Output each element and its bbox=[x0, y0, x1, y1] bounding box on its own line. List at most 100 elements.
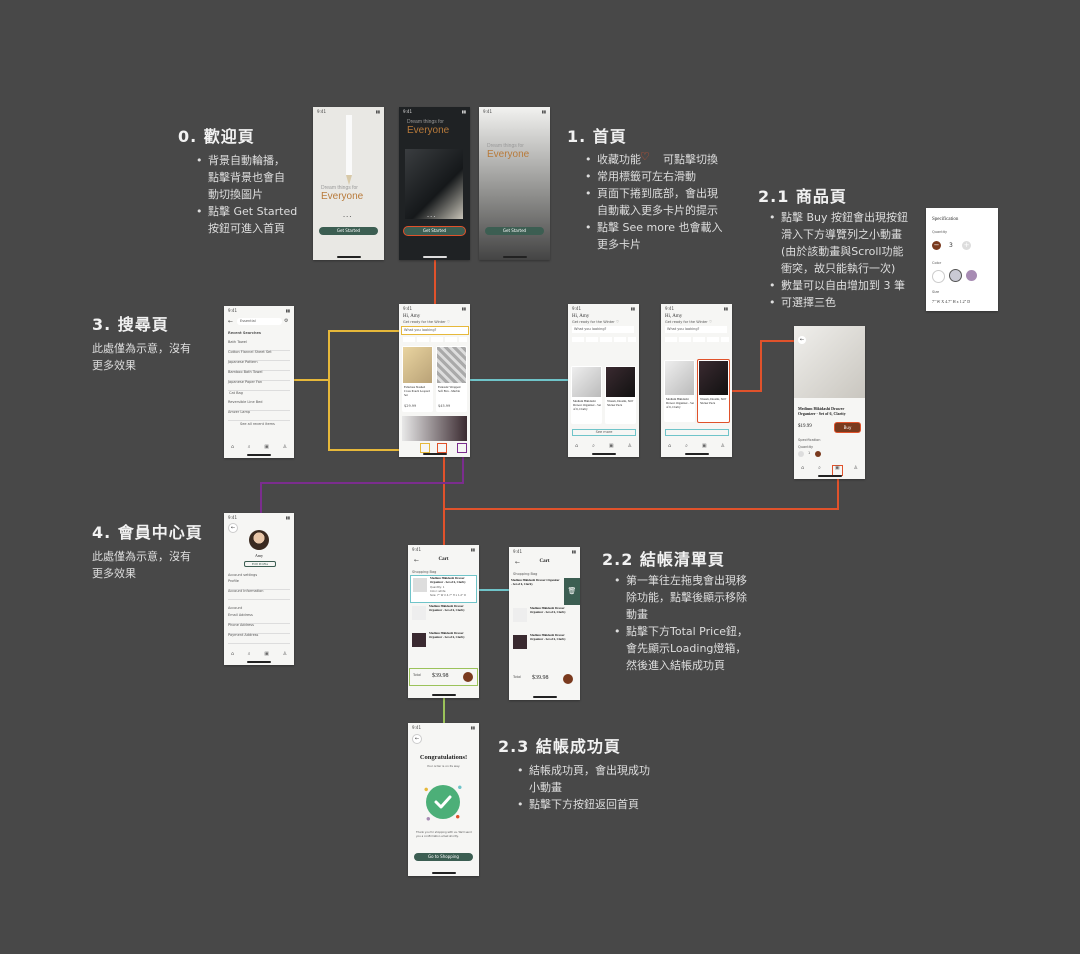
color-swatch-purple[interactable] bbox=[966, 270, 977, 281]
search-row-4[interactable]: Bamboo Bath Towel bbox=[228, 370, 290, 381]
nav-search-icon[interactable]: ⌕ bbox=[247, 444, 251, 450]
search-input[interactable]: Essential bbox=[237, 318, 282, 325]
search-row-2[interactable]: Cotton Flannel Sheet Set bbox=[228, 350, 290, 361]
nav-home-icon[interactable]: ⌂ bbox=[574, 443, 579, 449]
cart-item-1[interactable]: Medium Hikidashi Drawer Organizer - Set … bbox=[509, 578, 564, 605]
nav-user-highlight[interactable] bbox=[457, 443, 467, 453]
nav-home-icon[interactable]: ⌂ bbox=[800, 465, 805, 471]
back-arrow-icon[interactable]: ← bbox=[798, 336, 806, 344]
search-row-3[interactable]: Japanese Pattern bbox=[228, 360, 290, 371]
nav-home-icon[interactable]: ⌂ bbox=[230, 444, 235, 450]
back-arrow-icon[interactable]: ← bbox=[228, 318, 234, 325]
total-price-button[interactable]: Total $39.98 bbox=[510, 671, 577, 687]
tag-chips[interactable] bbox=[665, 337, 729, 342]
nav-search-icon[interactable]: ⌕ bbox=[685, 443, 688, 449]
nav-search-icon[interactable]: ⌕ bbox=[818, 465, 821, 471]
member-row-payment[interactable]: Payment Address bbox=[228, 633, 290, 644]
get-started-button[interactable]: Get Started bbox=[403, 226, 466, 236]
nav-search-icon[interactable]: ⌕ bbox=[592, 443, 595, 449]
spec-title: Specification bbox=[932, 217, 959, 222]
status-bar: 9:41 bbox=[317, 109, 380, 115]
color-swatch-white[interactable] bbox=[932, 270, 945, 283]
search-row-7[interactable]: Reversible Line Bed bbox=[228, 400, 290, 411]
nav-cart-icon[interactable]: ▣ bbox=[834, 465, 840, 471]
welcome-notes: 背景自動輪播， 點擊背景也會自 動切換圖片 點擊 Get Started 按鈕可… bbox=[196, 152, 318, 237]
nav-user-icon[interactable]: ♙ bbox=[282, 651, 288, 657]
search-bar[interactable]: What you looking? bbox=[572, 326, 634, 333]
go-to-shopping-button[interactable]: Go to Shopping bbox=[414, 853, 473, 861]
member-row-account[interactable]: Account Information bbox=[228, 589, 290, 600]
plus-icon[interactable] bbox=[815, 451, 821, 457]
product-card-2[interactable]: 'Dream, Dreamt, Still' Sticker Pack bbox=[605, 366, 636, 424]
spec-popup: Specification Quantity − 3 + Color Size … bbox=[926, 208, 998, 311]
search-row-5[interactable]: Japanese Paper Fan bbox=[228, 380, 290, 391]
cart-item-3[interactable]: Medium Hikidashi Drawer Organizer - Set … bbox=[410, 631, 475, 657]
delete-swipe-button[interactable]: 🗑 bbox=[564, 578, 580, 605]
nav-cart-icon[interactable]: ▣ bbox=[608, 443, 614, 449]
back-arrow-icon[interactable]: ← bbox=[515, 559, 521, 566]
home-screen: 9:41 Hi, Amy Get ready for the Winter ♡ … bbox=[399, 304, 470, 457]
member-row-email[interactable]: Email Address bbox=[228, 613, 290, 624]
get-started-button[interactable]: Get Started bbox=[485, 227, 544, 235]
welcome-big-text: Everyone bbox=[487, 149, 530, 160]
settings-icon[interactable]: ⚙ bbox=[284, 318, 289, 324]
loading-indicator bbox=[665, 429, 729, 436]
nav-search-highlight[interactable] bbox=[420, 443, 430, 453]
member-row-profile[interactable]: Profile bbox=[228, 579, 290, 590]
cart-item-title: Medium Hikidashi Drawer Organizer - Set … bbox=[430, 576, 466, 584]
see-all-link[interactable]: See all recent items bbox=[240, 422, 275, 426]
welcome-screen-3[interactable]: 9:41 Dream things for Everyone Get Start… bbox=[479, 107, 550, 260]
nav-home-icon[interactable]: ⌂ bbox=[230, 651, 235, 657]
nav-search-icon[interactable]: ⌕ bbox=[247, 651, 251, 657]
product-card-1[interactable]: Medium Hikidashi Drawer Organizer - Set … bbox=[571, 366, 602, 424]
nav-user-icon[interactable]: ♙ bbox=[627, 443, 632, 449]
success-title: 2.3 結帳成功頁 bbox=[498, 737, 621, 756]
cart-item-title: Medium Hikidashi Drawer Organizer - Set … bbox=[429, 631, 465, 639]
nav-cart-icon[interactable]: ▣ bbox=[264, 444, 269, 450]
connector-product-v bbox=[760, 340, 762, 392]
nav-user-icon[interactable]: ♙ bbox=[853, 465, 858, 471]
nav-cart-icon[interactable]: ▣ bbox=[701, 443, 707, 449]
search-row-6[interactable]: Cat Bag bbox=[229, 391, 243, 395]
nav-home-icon[interactable]: ⌂ bbox=[667, 443, 672, 449]
product-card-2[interactable]: 'Dream, Dreamt, Still' Sticker Pack bbox=[697, 359, 730, 423]
plus-icon[interactable]: + bbox=[962, 241, 971, 250]
cart-item-3[interactable]: Medium Hikidashi Drawer Organizer - Set … bbox=[511, 633, 576, 659]
checkout-icon[interactable] bbox=[463, 672, 473, 682]
connector-product-h1 bbox=[728, 390, 760, 392]
product-image bbox=[437, 347, 466, 383]
buy-button[interactable]: Buy bbox=[834, 422, 861, 433]
back-arrow-icon[interactable]: ← bbox=[414, 557, 420, 564]
see-more-button[interactable]: See more bbox=[572, 429, 636, 436]
color-swatch-grey[interactable] bbox=[949, 269, 962, 282]
minus-icon[interactable] bbox=[798, 451, 804, 457]
back-arrow-icon[interactable]: ← bbox=[412, 734, 422, 744]
member-row-phone[interactable]: Phone Address bbox=[228, 623, 290, 634]
get-started-button[interactable]: Get Started bbox=[319, 227, 378, 235]
nav-user-icon[interactable]: ♙ bbox=[282, 444, 288, 450]
product-card-1[interactable]: Medium Hikidashi Drawer Organizer - Set … bbox=[664, 360, 695, 422]
nav-cart-highlight[interactable] bbox=[437, 443, 447, 453]
back-arrow-icon[interactable]: ← bbox=[228, 523, 238, 533]
product-card-1[interactable]: Fabulous Slashed Cross Pouch Leopard Set… bbox=[402, 346, 433, 412]
checkout-icon[interactable] bbox=[563, 674, 573, 684]
nav-user-icon[interactable]: ♙ bbox=[720, 443, 725, 449]
cart-item-1[interactable]: Medium Hikidashi Drawer Organizer - Set … bbox=[410, 575, 477, 603]
welcome-screen-1[interactable]: 9:41 Dream things for Everyone • • • Get… bbox=[313, 107, 384, 260]
cart-item-size: Size: 7" W X 4.7" H x 1.2" D bbox=[430, 594, 467, 597]
status-bar: 9:41 bbox=[483, 109, 546, 115]
cart-item-2[interactable]: Medium Hikidashi Drawer Organizer - Set … bbox=[511, 606, 576, 632]
edit-profile-button[interactable]: Edit Profile bbox=[244, 561, 276, 567]
search-row-1[interactable]: Bath Towel bbox=[228, 340, 290, 351]
search-bar[interactable]: What you looking? bbox=[401, 326, 469, 335]
search-row-8[interactable]: Amzer Lamp bbox=[228, 410, 290, 421]
search-bar[interactable]: What you looking? bbox=[665, 326, 727, 333]
tag-chips[interactable] bbox=[572, 337, 636, 342]
welcome-screen-2[interactable]: 9:41 Dream things for Everyone • • • Get… bbox=[399, 107, 470, 260]
nav-cart-icon[interactable]: ▣ bbox=[264, 651, 269, 657]
product-card-2[interactable]: Fantastic Wrapped Soft Box - Marble $45.… bbox=[436, 346, 467, 412]
cart-item-2[interactable]: Medium Hikidashi Drawer Organizer - Set … bbox=[410, 604, 475, 630]
tag-chips[interactable] bbox=[403, 337, 467, 342]
total-price-button[interactable]: Total $39.98 bbox=[409, 668, 478, 686]
minus-icon[interactable]: − bbox=[932, 241, 941, 250]
